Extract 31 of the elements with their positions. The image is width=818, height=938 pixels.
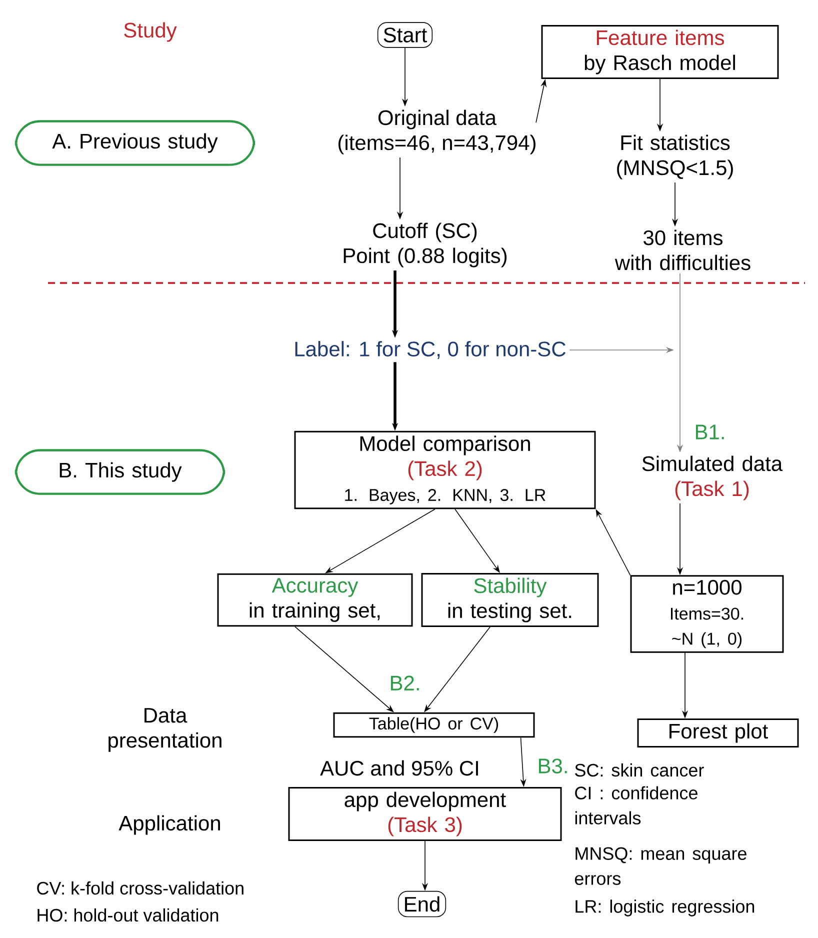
abbreviation-note: CV: k-fold cross-validation: [37, 881, 244, 895]
process-text: Cutoff (SC) Point (0.88 logits): [344, 222, 507, 268]
abbreviation-note: SC: skin cancer: [575, 763, 704, 777]
label-text: Label: 1 for SC, 0 for non-SC: [295, 341, 566, 359]
end-terminal: End: [398, 890, 446, 918]
abbreviation-note: HO: hold-out validation: [38, 908, 218, 922]
output-box: Forest plot: [637, 718, 799, 748]
process-box: app development (Task 3): [288, 786, 562, 842]
table-box: Table(HO or CV): [333, 712, 535, 738]
edge-label: B1.: [693, 424, 727, 440]
process-text: Fit statistics (MNSQ<1.5): [617, 134, 733, 180]
process-box: Accuracy in training set,: [217, 573, 413, 627]
note-text: AUC and 95% CI: [320, 760, 478, 776]
section-heading: Study: [124, 22, 177, 42]
phase-label: A. Previous study: [14, 120, 256, 166]
phase-label: B. This study: [14, 449, 226, 495]
start-terminal: Start: [377, 22, 433, 48]
data-box: n=1000 Items=30. ~N (1, 0): [630, 575, 784, 653]
abbreviation-note: CI : confidence intervals: [575, 786, 698, 824]
abbreviation-note: LR: logistic regression: [576, 900, 754, 916]
process-box: Stability in testing set.: [421, 572, 599, 628]
process-text: 30 items with difficulties: [614, 230, 750, 270]
edge-label: B3.: [536, 758, 570, 774]
data-text: Original data (items=46, n=43,794): [338, 110, 536, 154]
process-box: Feature items by Rasch model: [541, 24, 779, 80]
abbreviation-note: MNSQ: mean square errors: [574, 847, 746, 885]
data-text: Simulated data (Task 1): [642, 456, 783, 500]
phase-text: Data presentation: [108, 708, 222, 752]
edge-label: B2.: [388, 674, 422, 692]
phase-text: Application: [118, 815, 220, 835]
process-box: Model comparison (Task 2) 1. Bayes, 2. KNN, 3. LR: [294, 430, 596, 510]
